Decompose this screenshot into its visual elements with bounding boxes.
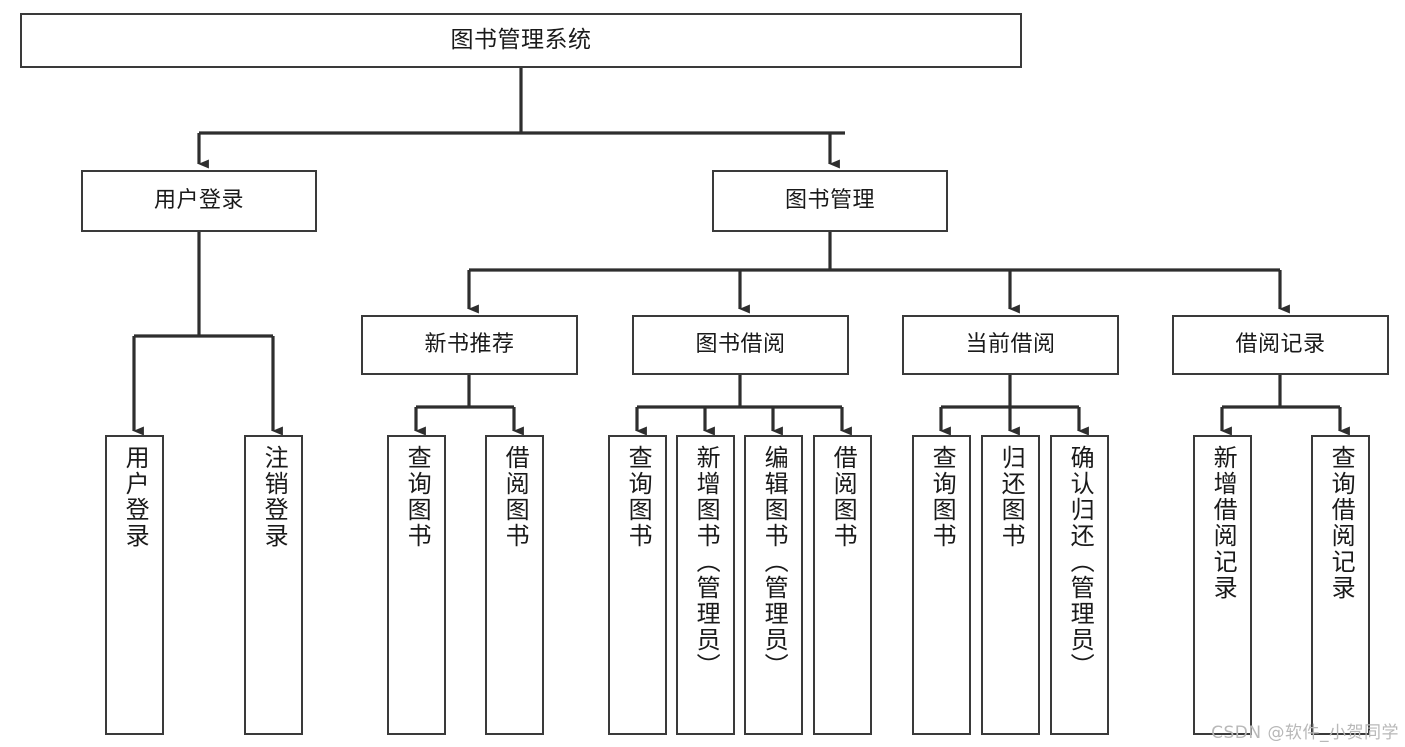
node-leaf-borrow-book-1-label: 借阅图书 [501,445,530,549]
node-new-book-rec[interactable]: 新书推荐 [361,315,578,375]
node-leaf-query-book-3-label: 查询图书 [928,445,957,549]
node-root-label: 图书管理系统 [450,26,592,53]
node-leaf-return-book-label: 归还图书 [997,445,1026,549]
node-leaf-query-book-1[interactable]: 查询图书 [387,435,446,735]
node-leaf-borrow-book-2[interactable]: 借阅图书 [813,435,872,735]
node-leaf-user-login[interactable]: 用户登录 [105,435,164,735]
node-leaf-query-record[interactable]: 查询借阅记录 [1311,435,1370,735]
node-current-borrow-label: 当前借阅 [965,332,1056,358]
node-borrow-record[interactable]: 借阅记录 [1172,315,1389,375]
node-book-borrow-label: 图书借阅 [695,332,786,358]
node-book-manage[interactable]: 图书管理 [712,170,948,232]
node-leaf-query-book-2[interactable]: 查询图书 [608,435,667,735]
csdn-watermark: CSDN @软件_小贺同学 [1211,723,1399,743]
node-leaf-add-record-label: 新增借阅记录 [1209,445,1238,601]
node-leaf-confirm-return[interactable]: 确认归还（管理员） [1050,435,1109,735]
node-leaf-query-record-label: 查询借阅记录 [1327,445,1356,601]
node-user-login[interactable]: 用户登录 [81,170,317,232]
node-leaf-edit-book[interactable]: 编辑图书（管理员） [744,435,803,735]
node-leaf-return-book[interactable]: 归还图书 [981,435,1040,735]
node-leaf-add-book-label: 新增图书（管理员） [692,445,721,679]
node-leaf-confirm-return-label: 确认归还（管理员） [1066,445,1095,679]
node-leaf-logout-login-label: 注销登录 [260,445,289,549]
node-book-manage-label: 图书管理 [784,188,875,214]
node-root[interactable]: 图书管理系统 [20,13,1022,68]
node-book-borrow[interactable]: 图书借阅 [632,315,849,375]
node-leaf-user-login-label: 用户登录 [121,445,150,549]
node-leaf-logout-login[interactable]: 注销登录 [244,435,303,735]
node-leaf-edit-book-label: 编辑图书（管理员） [760,445,789,679]
node-borrow-record-label: 借阅记录 [1235,332,1326,358]
node-new-book-rec-label: 新书推荐 [424,332,515,358]
node-leaf-add-record[interactable]: 新增借阅记录 [1193,435,1252,735]
node-leaf-borrow-book-2-label: 借阅图书 [829,445,858,549]
node-leaf-query-book-2-label: 查询图书 [624,445,653,549]
node-current-borrow[interactable]: 当前借阅 [902,315,1119,375]
node-leaf-query-book-3[interactable]: 查询图书 [912,435,971,735]
node-leaf-query-book-1-label: 查询图书 [403,445,432,549]
node-leaf-borrow-book-1[interactable]: 借阅图书 [485,435,544,735]
node-user-login-label: 用户登录 [153,188,244,214]
node-leaf-add-book[interactable]: 新增图书（管理员） [676,435,735,735]
